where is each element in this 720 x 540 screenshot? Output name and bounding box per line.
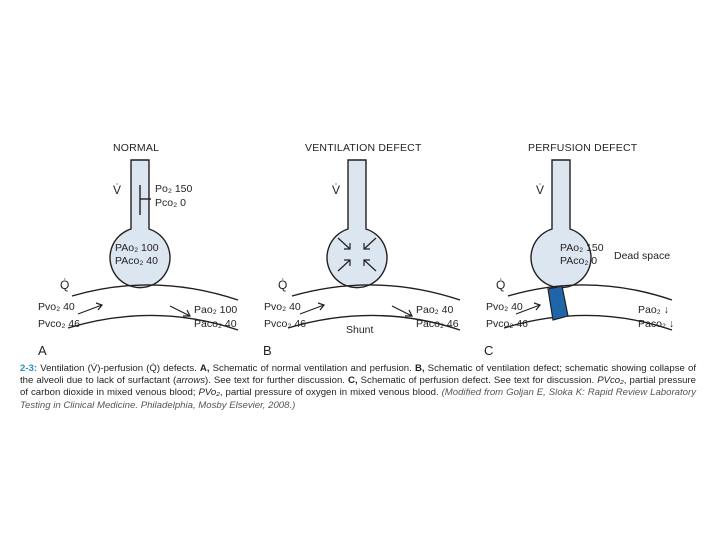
panel-c-dead-space-label: Dead space: [614, 250, 670, 262]
panel-c-venous-pco2: Pvco₂ 46: [486, 318, 528, 330]
caption-a-text: Schematic of normal ventilation and perf…: [210, 363, 415, 374]
panel-c-alveolar-pco2: PAco₂ 0: [560, 255, 597, 267]
caption-pvo2-term: PVo₂: [198, 387, 219, 398]
panel-b-airway-alveolus: [327, 160, 387, 288]
panel-c-letter: C: [484, 343, 493, 358]
panel-perfusion-defect: PERFUSION DEFECT V̇ PAo₂ 150 PAco₂ 0 Dea…: [484, 142, 674, 358]
panel-b-capillary-upper: [292, 285, 460, 300]
panel-a-alveolar-pco2: PAco₂ 40: [115, 255, 158, 267]
caption-b-text-2: ). See text for further discussion.: [205, 375, 348, 386]
panel-b-venous-po2: Pvo₂ 40: [264, 301, 301, 313]
panel-b-arterial-po2: Pao₂ 40: [416, 304, 454, 316]
panel-a-capillary-upper: [72, 285, 238, 300]
panel-c-v-dot: V̇: [536, 183, 544, 197]
panel-a-venous-po2: Pvo₂ 40: [38, 301, 75, 313]
caption-pvo2-definition: , partial pressure of oxygen in mixed ve…: [220, 387, 442, 398]
panel-b-arterial-pco2: Paco₂ 46: [416, 318, 459, 330]
panel-a-letter: A: [38, 343, 47, 358]
panel-a-q-dot: Q̇: [60, 278, 69, 292]
panel-c-venous-po2: Pvo₂ 40: [486, 301, 523, 313]
caption-b-label: B,: [415, 363, 425, 374]
panel-a-venous-pco2: Pvco₂ 46: [38, 318, 80, 330]
panel-b-header: VENTILATION DEFECT: [305, 142, 422, 154]
panel-a-header: NORMAL: [113, 142, 159, 154]
panel-a-arterial-pco2: Paco₂ 40: [194, 318, 237, 330]
panel-b-q-dot: Q̇: [278, 278, 287, 292]
panel-b-shunt-label: Shunt: [346, 324, 374, 336]
vq-defect-figure: NORMAL V̇ Po₂ 150 Pco₂ 0 PAo₂ 100 PAco₂ …: [0, 0, 720, 360]
panel-c-airway-alveolus: [531, 160, 591, 288]
caption-intro: Ventilation (V̇)-perfusion (Q̇) defects.: [37, 363, 200, 374]
panel-c-vessel-occlusion: [548, 286, 568, 320]
caption-c-label: C,: [348, 375, 358, 386]
panel-a-airway-alveolus: [110, 160, 170, 288]
panel-a-arterial-po2: Pao₂ 100: [194, 304, 237, 316]
panel-ventilation-defect: VENTILATION DEFECT V̇ Q̇ Pvo₂ 40 Pvco₂ 4…: [263, 142, 460, 358]
panel-a-airway-pco2: Pco₂ 0: [155, 197, 186, 209]
panel-c-capillary-upper: [508, 285, 672, 300]
panel-c-arterial-po2: Pao₂ ↓: [638, 304, 669, 316]
panel-c-q-dot: Q̇: [496, 278, 505, 292]
caption-a-label: A,: [200, 363, 210, 374]
figure-caption: 2-3: Ventilation (V̇)-perfusion (Q̇) def…: [20, 363, 696, 412]
panel-b-letter: B: [263, 343, 272, 358]
caption-figure-id: 2-3:: [20, 363, 37, 374]
caption-c-text: Schematic of perfusion defect. See text …: [358, 375, 598, 386]
panel-c-alveolar-po2: PAo₂ 150: [560, 242, 604, 254]
panel-a-alveolar-po2: PAo₂ 100: [115, 242, 159, 254]
panel-normal: NORMAL V̇ Po₂ 150 Pco₂ 0 PAo₂ 100 PAco₂ …: [38, 142, 238, 358]
panel-c-header: PERFUSION DEFECT: [528, 142, 638, 154]
panel-c-arterial-pco2: Paco₂ ↓: [638, 318, 674, 330]
panel-a-v-dot: V̇: [113, 183, 121, 197]
panel-b-v-dot: V̇: [332, 183, 340, 197]
panel-a-airway-po2: Po₂ 150: [155, 183, 193, 195]
caption-pvco2-term: PVco₂: [597, 375, 624, 386]
caption-arrows-term: arrows: [176, 375, 205, 386]
panel-b-venous-pco2: Pvco₂ 46: [264, 318, 306, 330]
